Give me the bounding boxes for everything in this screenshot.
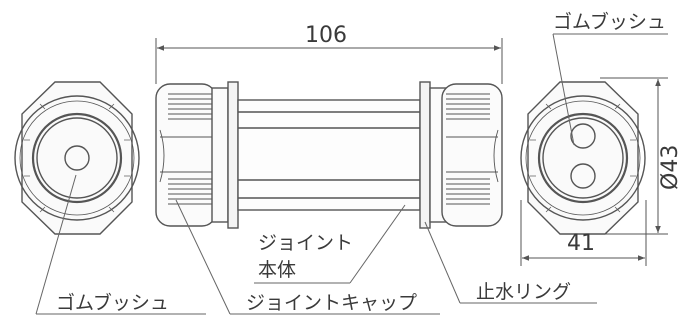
left-bushing-ring xyxy=(31,112,123,204)
left-outer-ring xyxy=(14,95,140,221)
right-bushing-ring xyxy=(537,112,629,204)
right-end-view xyxy=(520,81,646,235)
right-outer-ring xyxy=(520,95,646,221)
right-cable-hole-lower xyxy=(570,163,596,189)
length-dimension: 106 xyxy=(305,23,347,48)
joint-body-label-line1: ジョイント xyxy=(258,232,353,254)
waterstop-ring-label: 止水リング xyxy=(476,281,571,303)
right-joint-cap xyxy=(441,83,503,227)
leader-lines xyxy=(35,33,668,315)
bushing-label-top: ゴムブッシュ xyxy=(553,10,666,33)
width-dimension: 41 xyxy=(567,231,595,256)
right-waterstop-ring xyxy=(419,81,431,229)
right-hex-nut xyxy=(527,81,639,235)
left-joint-cap xyxy=(155,83,217,227)
joint-body-label-line2: 本体 xyxy=(258,259,296,281)
diameter-dimension: Ø43 xyxy=(658,145,683,190)
bushing-label-bottom: ゴムブッシュ xyxy=(56,291,169,314)
left-cap-knurl xyxy=(159,93,212,205)
left-cable-hole xyxy=(64,145,90,171)
right-knurl xyxy=(530,103,636,213)
center-side-view xyxy=(155,81,503,229)
left-end-view xyxy=(14,81,140,235)
right-cable-hole-upper xyxy=(570,123,596,149)
left-waterstop-ring xyxy=(227,81,239,229)
dimension-lines xyxy=(155,38,668,266)
left-knurl xyxy=(24,103,130,213)
joint-body xyxy=(237,99,421,211)
left-hex-nut xyxy=(21,81,133,235)
joint-cap-label: ジョイントキャップ xyxy=(246,292,417,314)
right-cap-knurl xyxy=(446,93,499,205)
